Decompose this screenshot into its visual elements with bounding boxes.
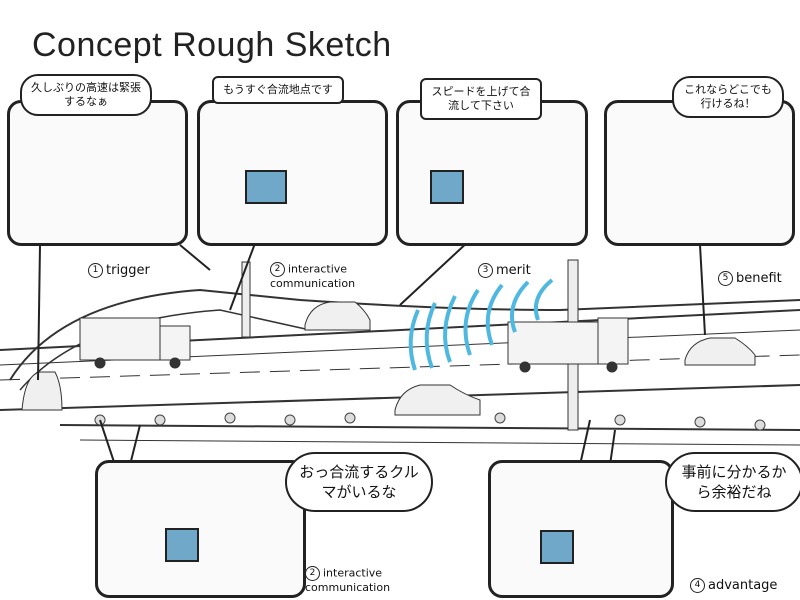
truck-right (507, 317, 629, 373)
panel-benefit (604, 100, 795, 246)
panel-trigger (7, 100, 188, 246)
panel-interactive-communication-top (197, 100, 388, 246)
nav-screen (430, 170, 464, 204)
nav-screen (245, 170, 287, 204)
pole (241, 261, 251, 338)
panel-advantage (488, 460, 674, 598)
speech-bubble-merit: スピードを上げて合流して下さい (420, 78, 542, 120)
speech-bubble-interactive-bottom: おっ合流するクルマがいるな (285, 452, 433, 512)
car-middle (394, 384, 481, 416)
speech-bubble-trigger: 久しぶりの高速は緊張するなぁ (20, 74, 152, 116)
panel-merit (396, 100, 588, 246)
speech-bubble-benefit: これならどこでも行けるね！ (672, 76, 784, 118)
speech-bubble-interactive-top: もうすぐ合流地点です (212, 76, 344, 104)
page-title: Concept Rough Sketch (32, 26, 392, 64)
truck-left (79, 317, 191, 369)
merge-ramp-edge (9, 288, 800, 381)
panel-interactive-communication-bottom (95, 460, 306, 598)
signal-waves (408, 278, 554, 371)
nav-screen (165, 528, 199, 562)
speech-bubble-advantage: 事前に分かるから余裕だね (665, 452, 800, 512)
car-left (21, 371, 63, 411)
road-edge-bottom (59, 424, 800, 431)
car-right (684, 337, 756, 366)
merging-car (304, 301, 371, 331)
nav-screen (540, 530, 574, 564)
